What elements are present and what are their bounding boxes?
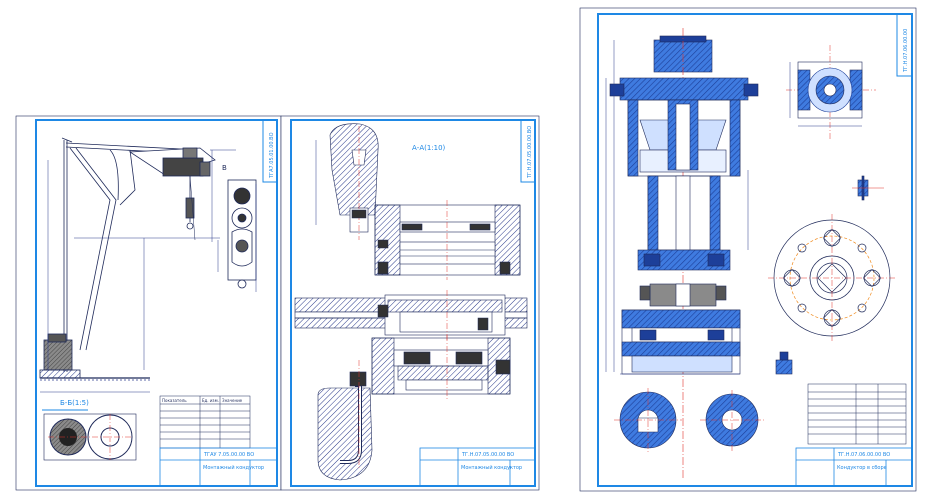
section-circles	[614, 388, 764, 452]
bolts	[351, 209, 489, 331]
sheet-1-code: ТГАУ 7.05.00.00 ВО	[203, 452, 254, 458]
sheet-2-code: ТГ.Н.07.05.00.00 ВО	[461, 452, 514, 458]
sheet-1-stamp-text: ТГА7.05.01.00.ВО	[269, 132, 275, 179]
sheet-3-frame	[597, 13, 913, 487]
lower-casting	[317, 360, 373, 481]
sheet-1-name: Монтажный кондуктор	[203, 464, 264, 471]
sheet-3-table	[807, 383, 907, 445]
hoist-assembly	[128, 147, 236, 242]
sheet-2-name: Монтажный кондуктор	[461, 464, 522, 471]
sheet-2-corner-stamp: ТГ.Н.07.05.00.00.ВО	[520, 119, 536, 183]
sheet-3: ТГ.Н.07.06.00.00	[579, 7, 917, 492]
top-view	[786, 45, 876, 140]
label-v: В	[222, 164, 227, 172]
table-header-2: Ед. изм.	[202, 398, 219, 403]
sheet-3-name: Кондуктор в сборе	[837, 465, 887, 471]
horizontal-beam	[294, 290, 528, 340]
sheet-1-frame	[35, 119, 278, 487]
lower-housing	[371, 335, 511, 400]
sheet-2-frame	[290, 119, 536, 487]
crane-column	[39, 137, 220, 393]
sheet-2-title-block: ТГ.Н.07.05.00.00 ВО Монтажный кондуктор	[419, 447, 536, 487]
sheet-2: ТГ.Н.07.05.00.00.ВО А-А(1:10)	[280, 115, 540, 491]
view-v: В	[217, 164, 257, 292]
section-bb: Б-Б(1:5)	[42, 399, 137, 461]
bearing-assembly-upper	[374, 200, 521, 280]
sheet-2-stamp-text: ТГ.Н.07.05.00.00.ВО	[527, 126, 533, 179]
flange-view	[768, 214, 896, 342]
detail-small	[852, 175, 884, 201]
sheet-1: ТГА7.05.01.00.ВО	[15, 115, 282, 491]
sheet-3-title-block: ТГ.Н.07.06.00.00 ВО Кондуктор в сборе	[795, 447, 913, 487]
table-header-1: Показатель	[162, 398, 187, 403]
section-bb-label: Б-Б(1:5)	[60, 399, 89, 407]
sheet-3-corner-stamp: ТГ.Н.07.06.00.00	[896, 13, 913, 77]
spec-table: Показатель Ед. изм. Значение	[159, 395, 251, 449]
upper-casting	[315, 123, 379, 240]
main-assembly-section	[605, 28, 759, 480]
sheet-3-stamp-text: ТГ.Н.07.06.00.00	[903, 29, 909, 73]
sheet-1-corner-stamp: ТГА7.05.01.00.ВО	[262, 119, 278, 183]
detail-lower-small	[775, 351, 793, 375]
sheet-1-title-block: ТГАУ 7.05.00.00 ВО Монтажный кондуктор	[159, 447, 278, 487]
section-aa-label: А-А(1:10)	[412, 144, 446, 152]
table-header-3: Значение	[222, 398, 243, 403]
sheet-3-code: ТГ.Н.07.06.00.00 ВО	[837, 452, 890, 458]
